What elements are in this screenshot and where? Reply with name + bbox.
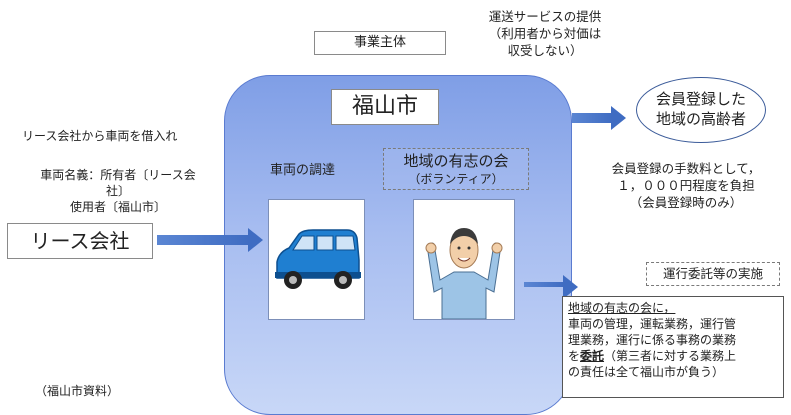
delegation-line-2: 車両の管理，運転業務，運行管 (568, 317, 737, 331)
vehicle-owner-line-3: 使用者〔福山市〕 (69, 200, 166, 214)
operation-label: 運行委託等の実施 (662, 266, 763, 281)
delegation-line-4: を委託（第三者に対する業務上 (568, 348, 778, 364)
vehicle-panel (268, 199, 365, 320)
member-bubble-line-2: 地域の高齢者 (655, 110, 746, 128)
city-name-box: 福山市 (331, 89, 439, 125)
delegation-line-4-prefix: を (568, 349, 581, 363)
person-icon (425, 228, 503, 320)
volunteer-group-box: 地域の有志の会 （ボランティア） (383, 148, 529, 190)
operation-label-box: 運行委託等の実施 (646, 262, 780, 286)
entity-label: 事業主体 (353, 35, 406, 50)
vehicle-owner-line-2: 社〕 (105, 184, 130, 198)
fee-note-line-2: １，０００円程度を負担 (617, 178, 755, 193)
service-note-line-3: 収受しない） (507, 43, 583, 58)
lease-company: リース会社 (30, 229, 130, 253)
delegation-line-3: 理業務，運行に係る事務の業務 (568, 333, 737, 347)
arrow-lease-to-vehicle (157, 228, 263, 252)
delegation-line-5: の責任は全て福山市が負う） (568, 365, 725, 379)
fee-note: 会員登録の手数料として， １，０００円程度を負担 （会員登録時のみ） (592, 160, 780, 211)
arrow-to-member (572, 106, 626, 130)
delegation-line-1: 地域の有志の会に， (568, 301, 676, 315)
city-name: 福山市 (351, 94, 418, 119)
delegation-emphasis: 委託 (580, 349, 605, 363)
entity-label-box: 事業主体 (314, 31, 446, 55)
vehicle-owner-note: 車両名義：所有者〔リース会 社〕 使用者〔福山市〕 (14, 167, 222, 215)
member-bubble: 会員登録した 地域の高齢者 (636, 77, 766, 143)
delegation-box: 地域の有志の会に， 車両の管理，運転業務，運行管 理業務，運行に係る事務の業務 … (562, 296, 784, 398)
member-bubble-line-1: 会員登録した (655, 90, 746, 108)
arrow-to-operation (524, 275, 578, 299)
service-note-line-1: 運送サービスの提供 (488, 9, 602, 24)
volunteer-group-sub: （ボランティア） (408, 172, 504, 186)
service-note: 運送サービスの提供 （利用者から対価は 収受しない） (470, 8, 620, 59)
lease-company-box: リース会社 (7, 223, 153, 259)
volunteer-group-name: 地域の有志の会 (403, 152, 509, 170)
vehicle-owner-line-1: 車両名義：所有者〔リース会 (40, 168, 196, 182)
volunteer-panel (413, 199, 515, 320)
source-note: （福山市資料） (35, 384, 120, 398)
fee-note-line-3: （会員登録時のみ） (629, 195, 743, 210)
service-note-line-2: （利用者から対価は (488, 26, 602, 41)
delegation-line-4-suffix: （第三者に対する業務上 (604, 349, 737, 363)
procurement-label: 車両の調達 (270, 163, 336, 178)
lease-note: リース会社から車両を借入れ (22, 129, 178, 143)
fee-note-line-1: 会員登録の手数料として， (611, 161, 761, 176)
car-icon (275, 229, 361, 289)
